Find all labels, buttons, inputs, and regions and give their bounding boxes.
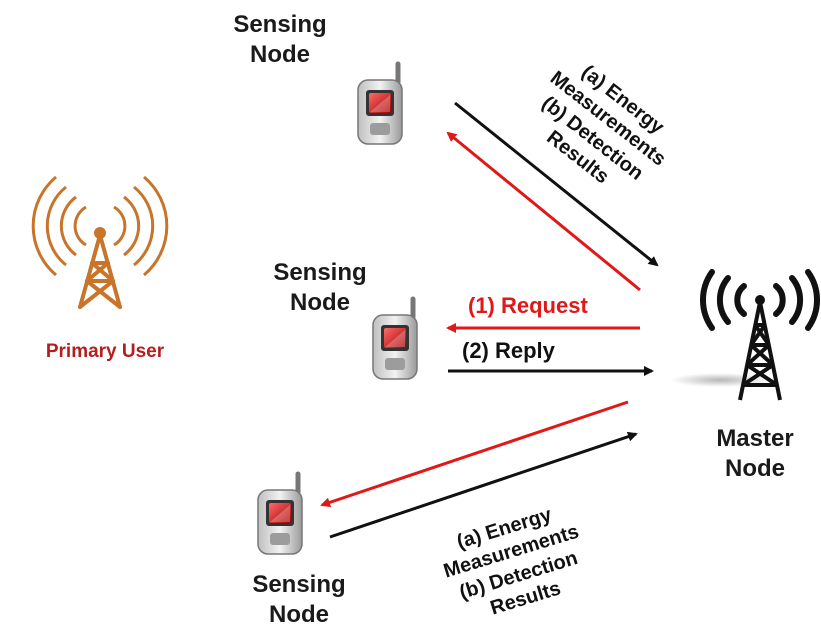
arrow-bottom-report (329, 431, 638, 539)
arrow-top-request (446, 131, 641, 292)
primary-user-label: Primary User (45, 341, 165, 362)
master-antenna-tower-icon (670, 269, 820, 401)
sensing-node-top-phone-icon (357, 61, 403, 145)
arrow-top-report (454, 101, 659, 267)
reply-label: (2) Reply (462, 338, 555, 363)
sensing-node-middle-phone-icon (372, 296, 418, 380)
arrow-bottom-request (320, 400, 629, 508)
primary-user-tower-icon (31, 175, 169, 309)
sensing-node-bottom-phone-icon (257, 471, 303, 555)
request-label: (1) Request (468, 293, 588, 318)
